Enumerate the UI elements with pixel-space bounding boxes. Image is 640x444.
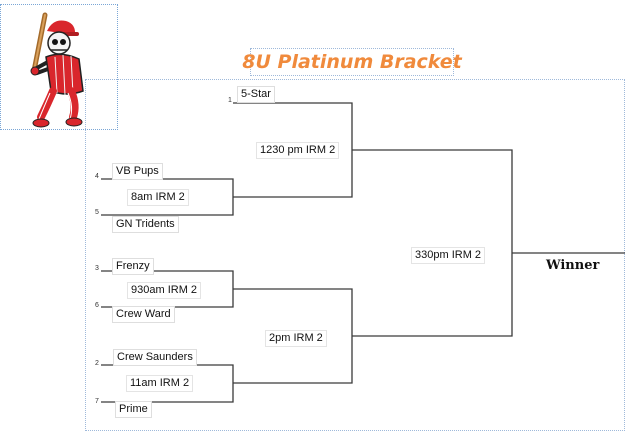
seed-label: 7 <box>95 398 99 405</box>
team-gn-tridents: GN Tridents <box>112 216 179 233</box>
bracket-title: 8U Platinum Bracket <box>242 51 462 73</box>
title-frame: 8U Platinum Bracket <box>242 48 462 76</box>
team-five-star: 5-Star <box>237 86 275 103</box>
seed-label: 4 <box>95 173 99 180</box>
winner-label: Winner <box>546 258 600 273</box>
game-2pm: 2pm IRM 2 <box>265 330 327 347</box>
game-930am: 930am IRM 2 <box>127 282 202 299</box>
team-crew-ward: Crew Ward <box>112 306 175 323</box>
game-11am: 11am IRM 2 <box>126 375 194 392</box>
bracket-frame <box>85 79 625 431</box>
seed-label: 6 <box>95 302 99 309</box>
game-1230pm: 1230 pm IRM 2 <box>256 142 340 159</box>
game-8am: 8am IRM 2 <box>127 189 189 206</box>
team-crew-saunders: Crew Saunders <box>113 349 197 366</box>
game-330pm: 330pm IRM 2 <box>411 247 486 264</box>
mascot-frame <box>0 4 118 130</box>
team-prime: Prime <box>115 401 152 418</box>
seed-label: 2 <box>95 360 99 367</box>
team-vb-pups: VB Pups <box>112 163 163 180</box>
seed-label: 5 <box>95 209 99 216</box>
skeleton-batter-mascot-icon <box>30 12 84 128</box>
seed-label: 1 <box>228 97 232 104</box>
team-frenzy: Frenzy <box>112 258 154 275</box>
seed-label: 3 <box>95 265 99 272</box>
line-semifinal <box>352 149 513 337</box>
